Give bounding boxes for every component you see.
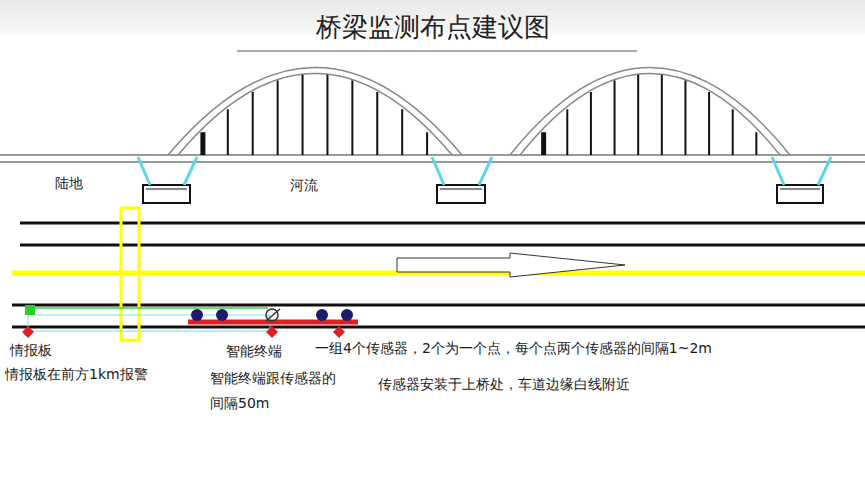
device-label: 智能终端 bbox=[226, 341, 282, 361]
device-label: 情报板 bbox=[10, 340, 52, 360]
note: 情报板在前方1km报警 bbox=[5, 364, 148, 384]
note: 一组4个传感器，2个为一个点，每个点两个传感器的间隔1~2m bbox=[315, 338, 712, 358]
diagram-title: 桥梁监测布点建议图 bbox=[0, 10, 865, 45]
region-label: 陆地 bbox=[55, 173, 83, 193]
note: 智能终端跟传感器的 间隔50m bbox=[210, 366, 350, 415]
region-label: 河流 bbox=[290, 175, 318, 195]
note: 传感器安装于上桥处，车道边缘白线附近 bbox=[378, 374, 630, 394]
